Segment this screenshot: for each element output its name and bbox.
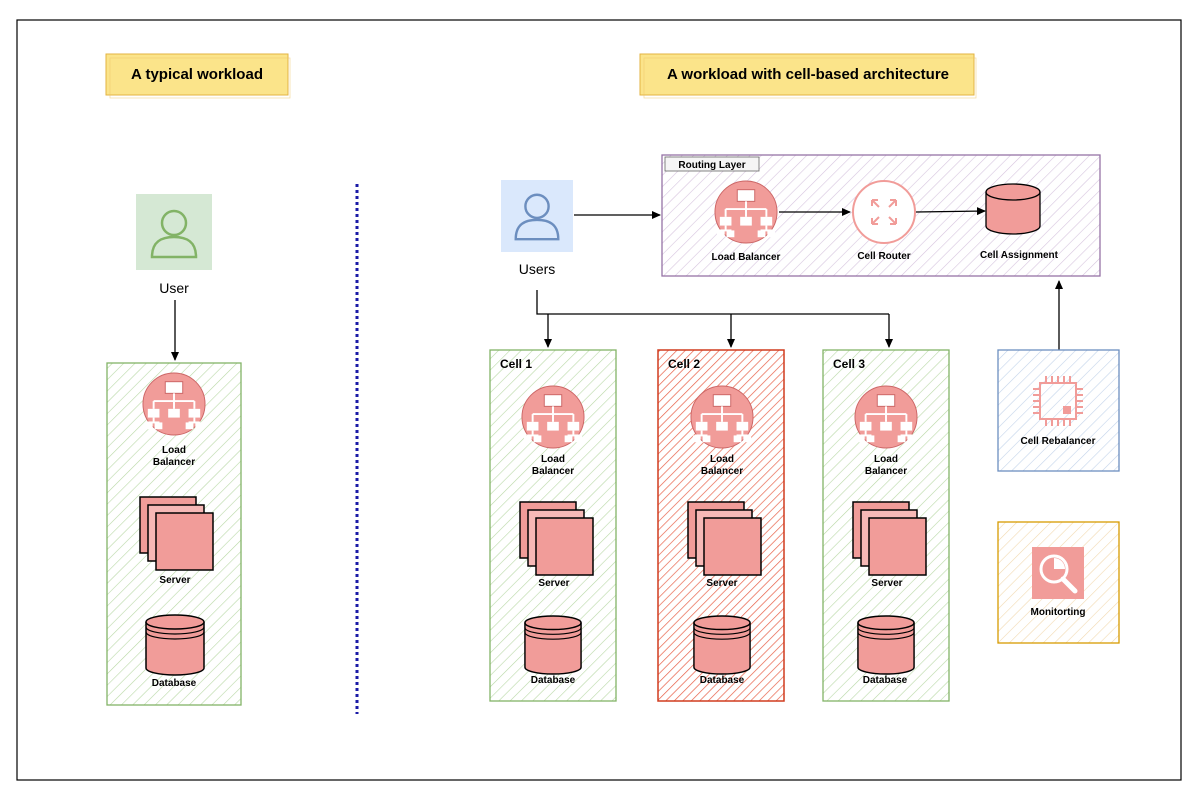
cell-1-server-label: Server [538,578,569,589]
chip-icon [1033,376,1083,426]
cell-3-load-balancer-line1: Load [874,454,898,465]
load-balancer-label-line2: Balancer [153,457,195,468]
cell-1-load-balancer-line2: Balancer [532,466,574,477]
cell-2-label: Cell 2 [668,357,700,371]
cell-2-database-icon [693,615,751,675]
cell-2-load-balancer-line2: Balancer [701,466,743,477]
cell-1-server-icon [519,501,594,576]
cell-router-label: Cell Router [857,251,910,262]
database-icon [145,614,205,676]
cell-2: Cell 2 Load Balancer Server Database [657,349,785,702]
cell-1-database-icon [524,615,582,675]
left-title: A typical workload [131,66,263,83]
cell-3-server-icon [852,501,927,576]
cell-3-load-balancer-line2: Balancer [865,466,907,477]
users-node: Users [501,180,573,277]
routing-load-balancer-label: Load Balancer [712,252,781,263]
cell-3-label: Cell 3 [833,357,865,371]
cell-2-load-balancer-line1: Load [710,454,734,465]
cell-1-database-label: Database [531,675,576,686]
routing-load-balancer-icon [714,180,778,244]
monitoring-icon [1032,547,1084,599]
cell-3-database-icon [857,615,915,675]
server-icon [139,496,214,571]
right-title: A workload with cell-based architecture [667,66,949,83]
cell-1: Cell 1 Load Balancer Server Database [489,349,617,702]
routing-layer: Routing Layer Load Balancer Cell Router … [661,154,1101,277]
left-title-box: A typical workload [105,53,291,99]
cell-1-label: Cell 1 [500,357,532,371]
routing-layer-label: Routing Layer [678,160,745,171]
cell-2-database-label: Database [700,675,745,686]
outer-frame [16,19,1182,781]
cell-2-server-label: Server [706,578,737,589]
database-label: Database [152,678,197,689]
cell-router-icon [852,180,916,244]
monitoring-label: Monitorting [1031,607,1086,618]
cell-3: Cell 3 Load Balancer Server Database [822,349,950,702]
left-workload-box: Load Balancer Server Database [106,362,242,706]
cell-assignment-label: Cell Assignment [980,250,1059,261]
cell-rebalancer-label: Cell Rebalancer [1020,436,1095,447]
load-balancer-icon [142,372,206,436]
users-label: Users [519,261,556,277]
cell-assignment-icon [985,183,1041,235]
cell-3-load-balancer-icon [854,385,918,449]
cell-1-load-balancer-line1: Load [541,454,565,465]
monitoring: Monitorting [997,521,1120,644]
router-to-assignment-arrow [915,207,986,216]
right-title-box: A workload with cell-based architecture [639,53,977,99]
cell-1-load-balancer-icon [521,385,585,449]
users-to-cells-connectors [536,290,893,348]
cell-2-load-balancer-icon [690,385,754,449]
cell-3-database-label: Database [863,675,908,686]
user-label: User [159,280,189,296]
cell-rebalancer: Cell Rebalancer [997,349,1120,472]
server-label: Server [159,575,190,586]
cell-3-server-label: Server [871,578,902,589]
load-balancer-label-line1: Load [162,445,186,456]
user-node: User [136,194,212,296]
cell-2-server-icon [687,501,762,576]
